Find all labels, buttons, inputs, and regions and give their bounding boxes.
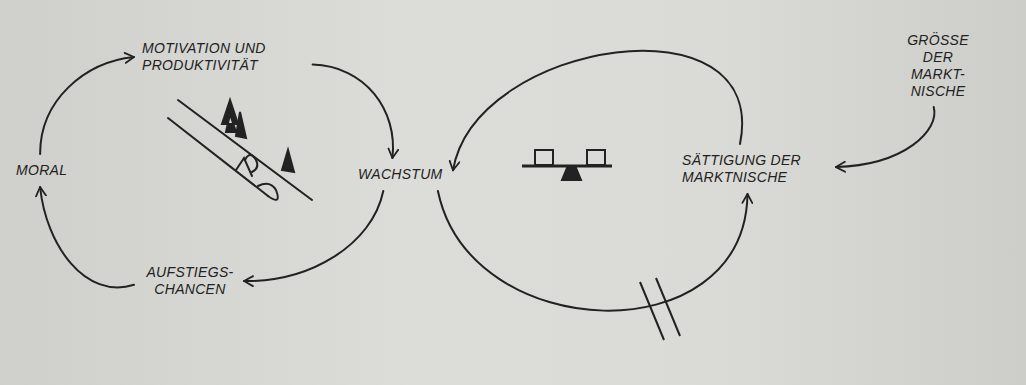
seesaw-weight: [587, 150, 605, 165]
delay-stroke: [656, 278, 680, 336]
variable-label: MORAL: [16, 162, 70, 179]
seesaw-symbol: [522, 150, 612, 180]
variable-label: SÄTTIGUNG DER MARKTNISCHE: [682, 152, 828, 186]
causal-link: [438, 191, 748, 311]
causal-link: [313, 65, 393, 158]
slope-line: [178, 100, 312, 200]
variable-label: AUFSTIEGS- CHANCEN: [142, 264, 238, 298]
variable-label: MOTIVATION UND PRODUKTIVITÄT: [142, 40, 308, 74]
loop-variable: MORAL: [14, 160, 72, 181]
tree: [236, 112, 246, 138]
variable-label: WACHSTUM: [358, 166, 445, 183]
loop-variable: SÄTTIGUNG DER MARKTNISCHE: [680, 150, 830, 188]
sled-rider: [245, 155, 257, 172]
sled-on-slope: [168, 100, 312, 200]
seesaw-pivot: [562, 168, 581, 180]
variable-label: GRÖSSE DER MARKT- NISCHE: [897, 32, 979, 100]
loop-variable: WACHSTUM: [356, 164, 447, 185]
delay-mark: [640, 278, 680, 340]
tree: [222, 100, 238, 132]
tree: [282, 150, 294, 172]
sled-seat: [236, 158, 252, 176]
loop-variable: MOTIVATION UND PRODUKTIVITÄT: [140, 38, 310, 76]
causal-link: [40, 57, 134, 154]
external-factor: GRÖSSE DER MARKT- NISCHE: [895, 30, 981, 102]
sled-runner: [168, 118, 268, 196]
seesaw-weight: [535, 150, 553, 165]
causal-link: [40, 187, 134, 287]
loop-variable: AUFSTIEGS- CHANCEN: [140, 262, 240, 300]
causal-link: [244, 191, 383, 281]
causal-link: [836, 107, 934, 167]
sled-curl: [258, 184, 278, 200]
